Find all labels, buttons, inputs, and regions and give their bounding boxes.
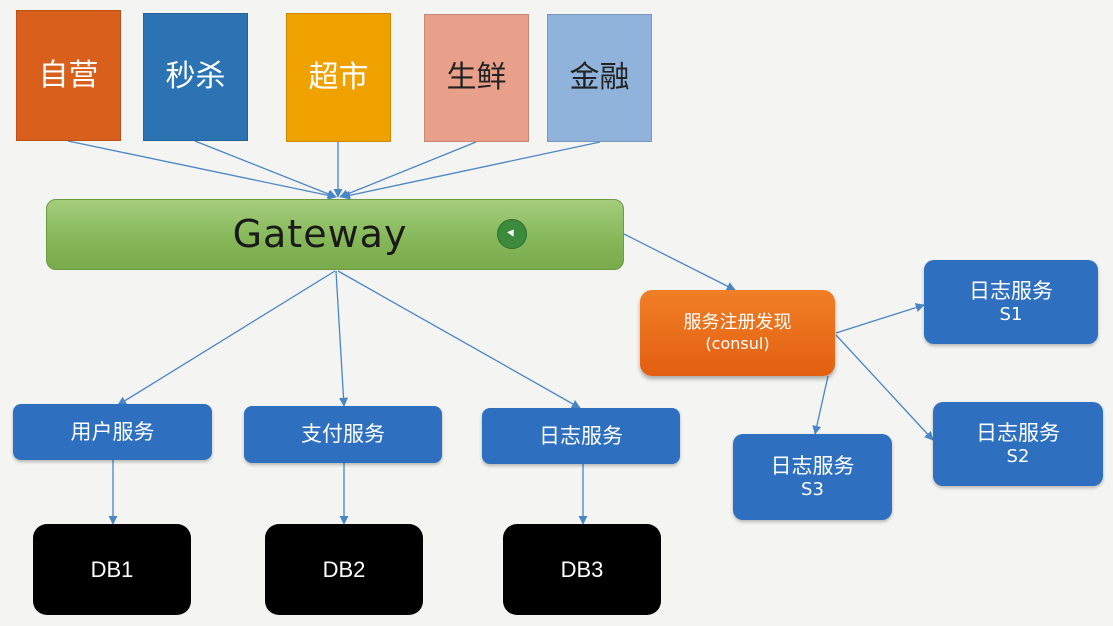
log-node-sublabel: S2 (1006, 445, 1030, 467)
service-box-log: 日志服务 (482, 408, 680, 464)
log-node-sublabel: S3 (801, 478, 824, 500)
biz-box-ziying: 自营 (16, 10, 121, 141)
biz-box-shengxian: 生鲜 (424, 14, 529, 142)
service-label: 日志服务 (539, 423, 623, 448)
biz-box-jinrong: 金融 (547, 14, 652, 142)
link-registry-s3 (812, 375, 829, 435)
log-node-label: 日志服务 (969, 278, 1053, 303)
link-biz5-gateway (341, 141, 601, 200)
log-node-label: 日志服务 (770, 453, 855, 478)
log-node-s1: 日志服务 S1 (924, 260, 1098, 344)
log-node-sublabel: S1 (999, 303, 1023, 325)
link-gateway-svc2 (335, 270, 349, 407)
service-box-user: 用户服务 (13, 404, 212, 460)
gateway-box: Gateway (46, 199, 624, 270)
link-gateway-svc3 (337, 270, 581, 409)
link-biz2-gateway (194, 140, 337, 199)
link-gateway-registry (623, 233, 736, 291)
registry-sublabel: (consul) (705, 334, 770, 354)
log-node-s3: 日志服务 S3 (733, 434, 892, 520)
biz-box-miaosha: 秒杀 (143, 13, 248, 141)
db-label: DB1 (90, 556, 134, 582)
link-registry-s1 (835, 303, 925, 334)
move-cursor-icon (497, 219, 527, 249)
service-label: 支付服务 (301, 422, 385, 447)
db-box-3: DB3 (503, 524, 661, 615)
gateway-label: Gateway (232, 211, 408, 256)
link-biz4-gateway (339, 141, 477, 199)
service-box-pay: 支付服务 (244, 406, 442, 463)
db-label: DB3 (560, 556, 604, 582)
registry-label: 服务注册发现 (683, 311, 792, 333)
biz-box-chaoshi: 超市 (286, 13, 391, 142)
biz-label: 超市 (308, 59, 369, 95)
link-biz1-gateway (67, 140, 337, 200)
link-gateway-svc1 (117, 270, 336, 406)
log-node-s2: 日志服务 S2 (933, 402, 1103, 486)
registry-box: 服务注册发现 (consul) (640, 290, 835, 376)
biz-label: 秒杀 (165, 59, 226, 95)
biz-label: 自营 (38, 57, 99, 93)
db-label: DB2 (322, 556, 366, 582)
link-registry-s2 (835, 334, 934, 441)
db-box-2: DB2 (265, 524, 423, 615)
biz-label: 金融 (569, 60, 630, 96)
service-label: 用户服务 (70, 419, 155, 444)
db-box-1: DB1 (33, 524, 191, 615)
biz-label: 生鲜 (446, 60, 507, 96)
log-node-label: 日志服务 (976, 420, 1060, 445)
